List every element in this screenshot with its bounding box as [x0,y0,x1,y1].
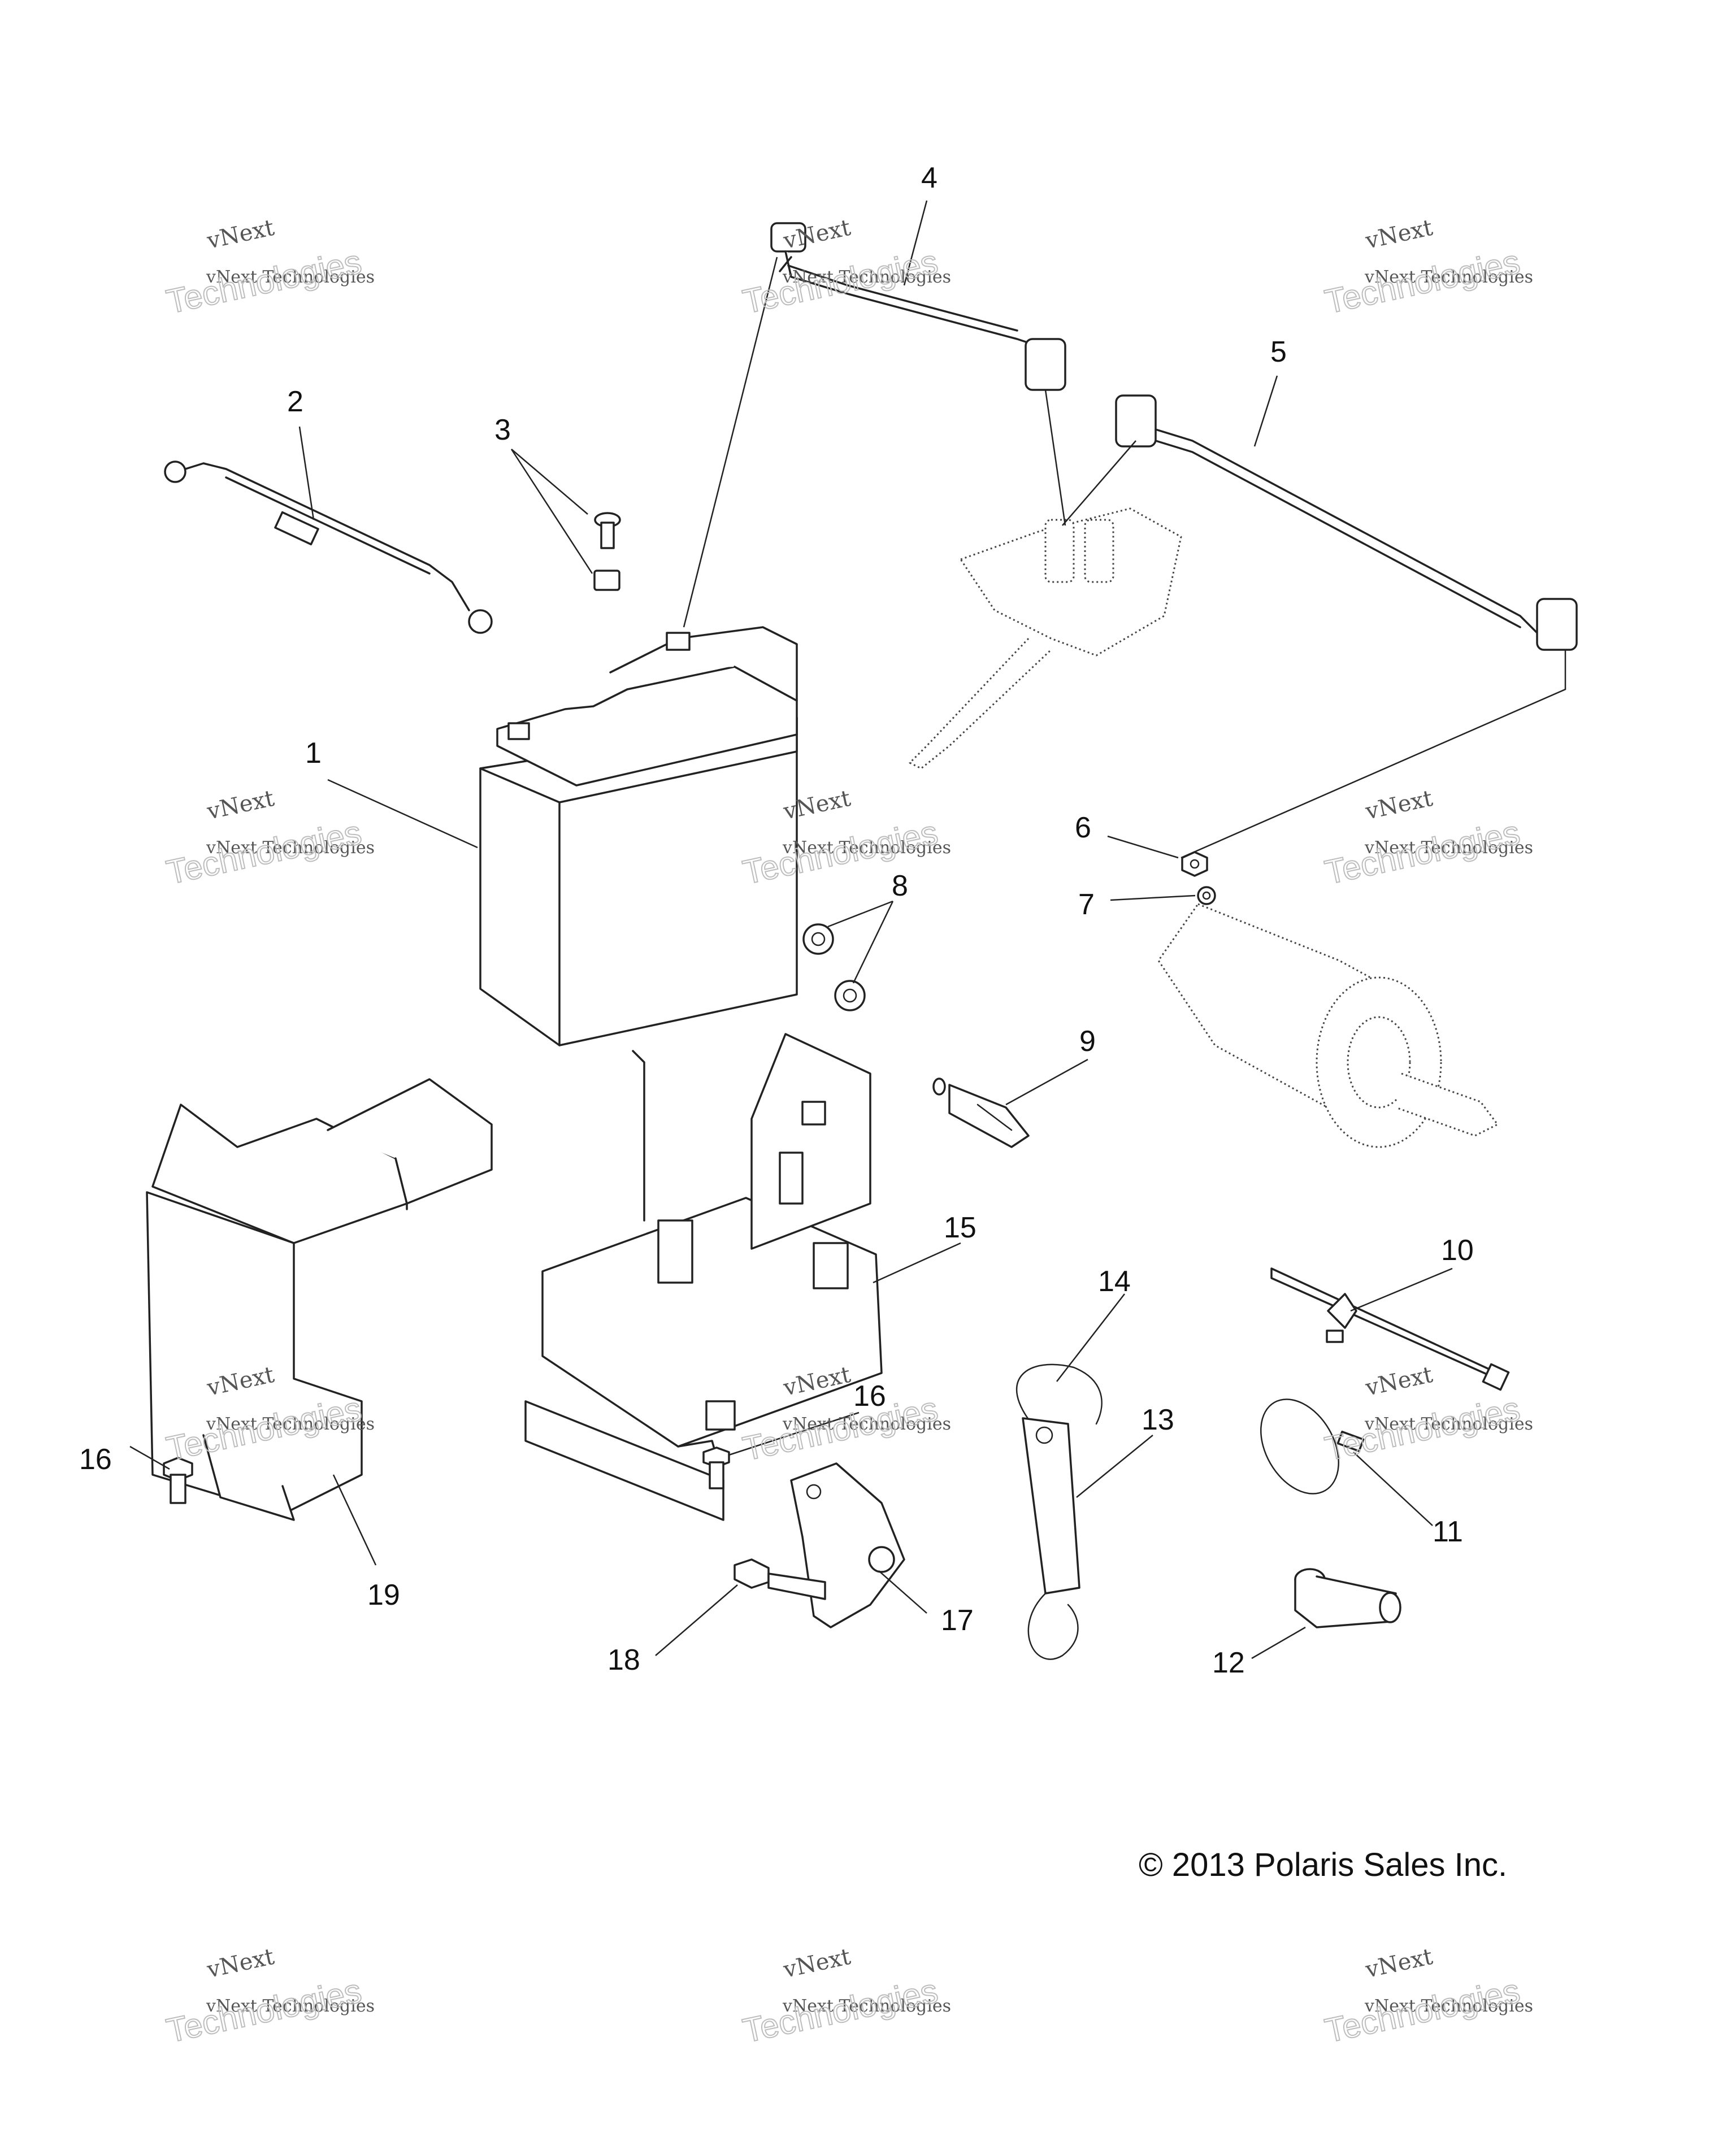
callout-16-right: 16 [853,1380,886,1413]
svg-text:Technologies: Technologies [1322,813,1524,891]
copyright-notice: © 2013 Polaris Sales Inc. [1139,1847,1507,1883]
callout-18: 18 [607,1644,640,1676]
watermark-1: vNext vNext Technologies Technologies [163,215,375,322]
svg-text:vNext: vNext [205,215,277,254]
part-bolt-left [163,1457,193,1504]
callout-numbers: 1 2 3 4 5 6 7 8 9 10 11 12 13 14 15 16 1… [79,162,1474,1679]
part-flange-nuts [802,923,866,1011]
svg-text:Technologies: Technologies [1322,242,1524,320]
watermark-12: vNext vNext Technologies Technologies [1321,1944,1533,2051]
svg-text:Technologies: Technologies [1322,1971,1524,2049]
callout-10: 10 [1441,1234,1474,1267]
svg-text:vNext Technologies: vNext Technologies [206,1414,375,1434]
part-bolt-nut [593,512,621,591]
svg-text:vNext Technologies: vNext Technologies [206,838,375,858]
callout-19: 19 [367,1579,400,1611]
svg-text:Technologies: Technologies [163,1971,365,2049]
part-terminal-boot [1294,1568,1401,1628]
svg-text:vNext Technologies: vNext Technologies [1364,838,1533,858]
watermark-11: vNext vNext Technologies Technologies [739,1944,951,2051]
svg-text:vNext Technologies: vNext Technologies [206,1996,375,2016]
callout-4: 4 [921,162,938,194]
callout-6: 6 [1075,811,1091,844]
svg-text:vNext: vNext [1363,785,1435,825]
svg-text:Technologies: Technologies [740,1971,941,2049]
svg-text:Technologies: Technologies [163,813,365,891]
callout-17: 17 [941,1604,974,1637]
svg-text:Technologies: Technologies [1322,1389,1524,1467]
part-battery [479,626,798,1046]
part-hose-clamp [1260,1398,1365,1495]
svg-text:vNext Technologies: vNext Technologies [1364,1996,1533,2016]
part-battery-box [524,1033,883,1521]
svg-text:vNext: vNext [781,1944,853,1983]
svg-text:vNext Technologies: vNext Technologies [782,1414,951,1434]
part-cable-long [1115,394,1578,651]
callout-11: 11 [1433,1515,1463,1548]
part-bolt-right [702,1446,730,1489]
part-hook [1015,1363,1103,1428]
svg-text:vNext Technologies: vNext Technologies [782,838,951,858]
svg-text:vNext Technologies: vNext Technologies [782,1996,951,2016]
svg-text:vNext: vNext [1363,1944,1435,1983]
callout-3: 3 [494,414,511,446]
svg-text:vNext: vNext [205,1944,277,1983]
part-washer [1197,886,1216,905]
svg-text:vNext Technologies: vNext Technologies [1364,267,1533,287]
watermark-6: vNext vNext Technologies Technologies [1321,785,1533,892]
ghost-solenoid [909,507,1182,770]
callout-7: 7 [1078,888,1095,921]
watermark-10: vNext vNext Technologies Technologies [163,1944,375,2051]
callout-1: 1 [305,737,322,770]
callout-16-left: 16 [79,1443,112,1476]
callout-5: 5 [1270,336,1287,368]
callout-8: 8 [892,870,908,902]
callout-13: 13 [1142,1404,1174,1436]
callout-12: 12 [1212,1647,1245,1679]
callout-2: 2 [287,385,303,418]
leader-lines [129,200,1566,1660]
part-cable-tie [1270,1267,1510,1391]
svg-text:vNext: vNext [1363,1362,1435,1401]
part-positive-cable [770,222,1066,391]
part-battery-cover [146,1078,493,1521]
callout-14: 14 [1098,1265,1131,1298]
callout-15: 15 [944,1211,976,1244]
svg-text:vNext: vNext [205,785,277,825]
ghost-starter-motor [1157,903,1499,1148]
svg-text:vNext: vNext [1363,215,1435,254]
svg-text:vNext Technologies: vNext Technologies [206,267,375,287]
part-battery-cable-short [164,461,493,634]
svg-text:vNext: vNext [781,215,853,254]
part-clip [932,1078,1030,1148]
svg-text:vNext Technologies: vNext Technologies [782,267,951,287]
svg-text:Technologies: Technologies [163,242,365,320]
watermark-4: vNext vNext Technologies Technologies [163,785,375,892]
svg-text:vNext Technologies: vNext Technologies [1364,1414,1533,1434]
watermark-3: vNext vNext Technologies Technologies [1321,215,1533,322]
part-flange-bolt [734,1558,826,1600]
part-bracket [790,1462,905,1628]
part-strap [1022,1417,1080,1660]
callout-9: 9 [1079,1025,1096,1058]
